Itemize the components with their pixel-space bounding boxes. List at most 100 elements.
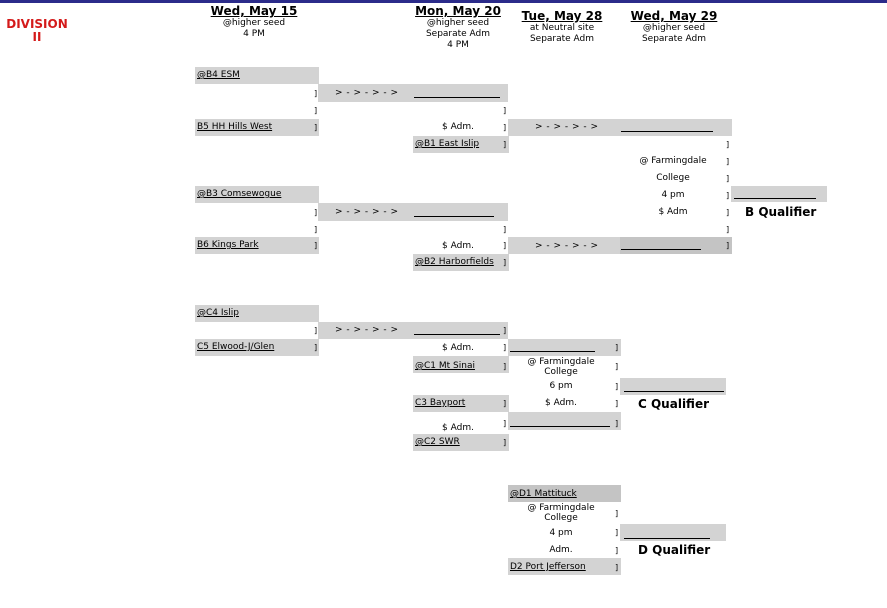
venue-d-line3: 4 pm: [549, 528, 573, 538]
bracket-mark: ]: [314, 343, 318, 352]
bracket-mark: ]: [615, 343, 619, 352]
division-line1: DIVISION: [6, 17, 68, 31]
bracket-mark: ]: [726, 225, 730, 234]
team-c4: @C4 Islip: [197, 308, 239, 318]
bracket-mark: ]: [615, 509, 619, 518]
team-c1: @C1 Mt Sinai: [415, 361, 475, 371]
bracket-mark: ]: [314, 241, 318, 250]
header-round2: Mon, May 20 @higher seed Separate Adm 4 …: [398, 4, 518, 51]
bracket-mark: ]: [726, 157, 730, 166]
b-qualifier: B Qualifier: [745, 205, 817, 219]
venue-c-line3: 6 pm: [549, 381, 573, 391]
bracket-bg: [413, 434, 509, 451]
team-d2: D2 Port Jefferson: [510, 562, 586, 572]
bracket-mark: ]: [503, 419, 507, 428]
admission-text: $ Adm.: [442, 241, 474, 251]
venue-b-line1: @ Farmingdale: [639, 156, 707, 166]
bracket-bg: [195, 67, 319, 84]
bracket-bg: [413, 254, 509, 271]
bracket-mark: ]: [726, 208, 730, 217]
bracket-bg: [195, 339, 319, 356]
team-b2: @B2 Harborfields: [415, 257, 494, 267]
header-line2: Separate Adm: [641, 34, 707, 44]
venue-d-adm: Adm.: [549, 545, 573, 555]
bracket-mark: ]: [615, 546, 619, 555]
bracket-mark: ]: [503, 258, 507, 267]
bracket-bg: [195, 186, 319, 203]
bracket-mark: ]: [503, 438, 507, 447]
bracket-mark: ]: [503, 225, 507, 234]
team-c3: C3 Bayport: [415, 398, 466, 408]
admission-text: $ Adm.: [442, 343, 474, 353]
team-b1: @B1 East Islip: [415, 139, 480, 149]
bracket-bg: [195, 305, 319, 322]
header-day: Wed, May 15: [210, 4, 298, 18]
bracket-mark: ]: [503, 362, 507, 371]
advance-arrow: > - > - > - >: [335, 325, 399, 335]
bracket-mark: ]: [503, 343, 507, 352]
team-c2: @C2 SWR: [415, 437, 460, 447]
bracket-bg: [508, 339, 621, 356]
team-b3: @B3 Comsewogue: [197, 189, 282, 199]
winner-line: [624, 538, 710, 539]
bracket-mark: ]: [503, 241, 507, 250]
bracket-bg: [620, 378, 726, 395]
winner-line: [414, 216, 494, 217]
bracket-bg: [508, 558, 621, 575]
bracket-bg: [508, 485, 621, 502]
bracket-mark: ]: [503, 399, 507, 408]
top-border: [0, 0, 887, 3]
bracket-mark: ]: [615, 563, 619, 572]
bracket-mark: ]: [503, 123, 507, 132]
header-line3: 4 PM: [447, 40, 469, 50]
bracket-bg: [195, 119, 319, 136]
venue-b-line2: College: [656, 173, 690, 183]
bracket-bg: [413, 356, 509, 373]
bracket-mark: ]: [615, 419, 619, 428]
bracket-bg: [508, 412, 621, 430]
division-label: DIVISION II: [2, 18, 72, 44]
c-qualifier: C Qualifier: [638, 397, 710, 411]
winner-line: [414, 334, 500, 335]
team-d1: @D1 Mattituck: [510, 489, 577, 499]
bracket-mark: ]: [314, 326, 318, 335]
bracket-bg: [413, 395, 509, 412]
venue-c-adm: $ Adm.: [545, 398, 577, 408]
header-day: Tue, May 28: [521, 9, 603, 23]
bracket-bg: [508, 237, 621, 254]
venue-b-adm: $ Adm: [658, 207, 688, 217]
header-round4: Wed, May 29 @higher seed Separate Adm: [620, 9, 728, 45]
header-line1: at Neutral site: [529, 23, 595, 33]
team-b4: @B4 ESM: [197, 70, 240, 80]
winner-line: [414, 97, 500, 98]
bracket-mark: ]: [726, 191, 730, 200]
bracket-mark: ]: [726, 174, 730, 183]
bracket-mark: ]: [503, 106, 507, 115]
winner-line: [624, 391, 724, 392]
admission-text: $ Adm.: [442, 423, 474, 433]
advance-arrow: > - > - > - >: [335, 207, 399, 217]
venue-d-line1: @ Farmingdale: [527, 503, 595, 513]
advance-arrow: > - > - > - >: [535, 241, 599, 251]
bracket-mark: ]: [726, 241, 730, 250]
team-b6: B6 Kings Park: [197, 240, 259, 250]
venue-b-line3: 4 pm: [661, 190, 685, 200]
header-line1: @higher seed: [426, 18, 490, 28]
team-b5: B5 HH Hills West: [197, 122, 273, 132]
header-line2: Separate Adm: [529, 34, 595, 44]
header-line2: 4 PM: [243, 29, 265, 39]
header-day: Wed, May 29: [630, 9, 718, 23]
d-qualifier: D Qualifier: [638, 543, 711, 557]
venue-d-line2: College: [544, 513, 578, 523]
venue-c-line2: College: [544, 367, 578, 377]
bracket-bg: [620, 237, 732, 254]
bracket-mark: ]: [503, 326, 507, 335]
division-line2: II: [32, 30, 42, 44]
bracket-mark: ]: [314, 123, 318, 132]
bracket-mark: ]: [615, 399, 619, 408]
header-line2: Separate Adm: [425, 29, 491, 39]
bracket-mark: ]: [314, 89, 318, 98]
advance-arrow: > - > - > - >: [535, 122, 599, 132]
winner-line: [510, 426, 610, 427]
winner-line: [510, 351, 595, 352]
